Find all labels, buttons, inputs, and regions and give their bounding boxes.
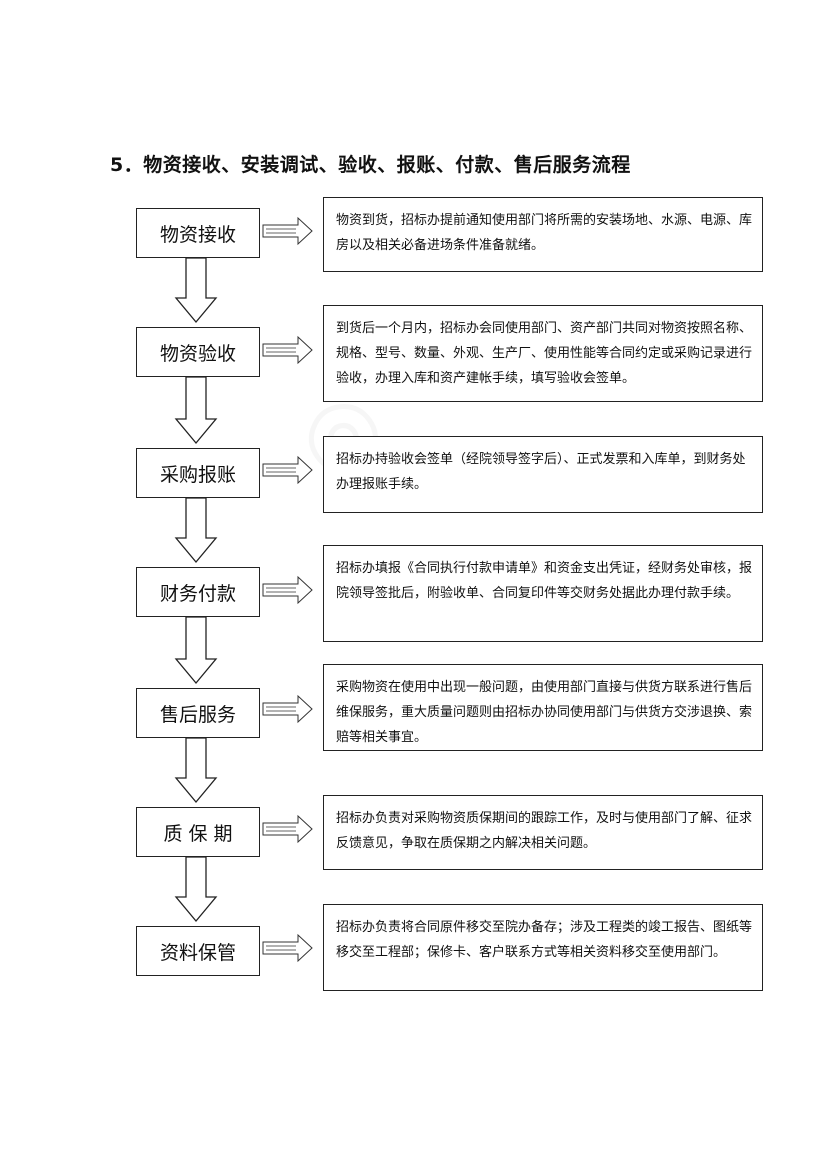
step-box-payment: 财务付款: [136, 567, 260, 617]
down-arrow-4: [174, 616, 218, 685]
desc-box-receive: 物资到货，招标办提前通知使用部门将所需的安装场地、水源、电源、库房以及相关必备进…: [323, 197, 763, 272]
desc-box-after-sales: 采购物资在使用中出现一般问题，由使用部门直接与供货方联系进行售后维保服务，重大质…: [323, 664, 763, 751]
desc-box-inspect: 到货后一个月内，招标办会同使用部门、资产部门共同对物资按照名称、规格、型号、数量…: [323, 305, 763, 402]
down-arrow-3: [174, 497, 218, 564]
down-arrow-2: [174, 376, 218, 445]
desc-box-warranty: 招标办负责对采购物资质保期间的跟踪工作，及时与使用部门了解、征求反馈意见，争取在…: [323, 795, 763, 870]
right-arrow-6: [262, 814, 313, 844]
right-arrow-3: [262, 455, 313, 485]
page-title: 5．物资接收、安装调试、验收、报账、付款、售后服务流程: [110, 154, 631, 176]
right-arrow-5: [262, 694, 313, 724]
right-arrow-7: [262, 933, 313, 963]
down-arrow-6: [174, 856, 218, 923]
step-box-warranty: 质 保 期: [136, 807, 260, 857]
step-box-after-sales: 售后服务: [136, 688, 260, 738]
down-arrow-1: [174, 257, 218, 324]
desc-box-archive: 招标办负责将合同原件移交至院办备存；涉及工程类的竣工报告、图纸等移交至工程部；保…: [323, 904, 763, 991]
desc-box-reimburse: 招标办持验收会签单（经院领导签字后）、正式发票和入库单，到财务处办理报账手续。: [323, 436, 763, 513]
right-arrow-4: [262, 575, 313, 605]
desc-box-payment: 招标办填报《合同执行付款申请单》和资金支出凭证，经财务处审核，报院领导签批后，附…: [323, 545, 763, 642]
step-box-archive: 资料保管: [136, 926, 260, 976]
right-arrow-1: [262, 216, 313, 246]
right-arrow-2: [262, 335, 313, 365]
down-arrow-5: [174, 737, 218, 804]
step-box-inspect: 物资验收: [136, 327, 260, 377]
